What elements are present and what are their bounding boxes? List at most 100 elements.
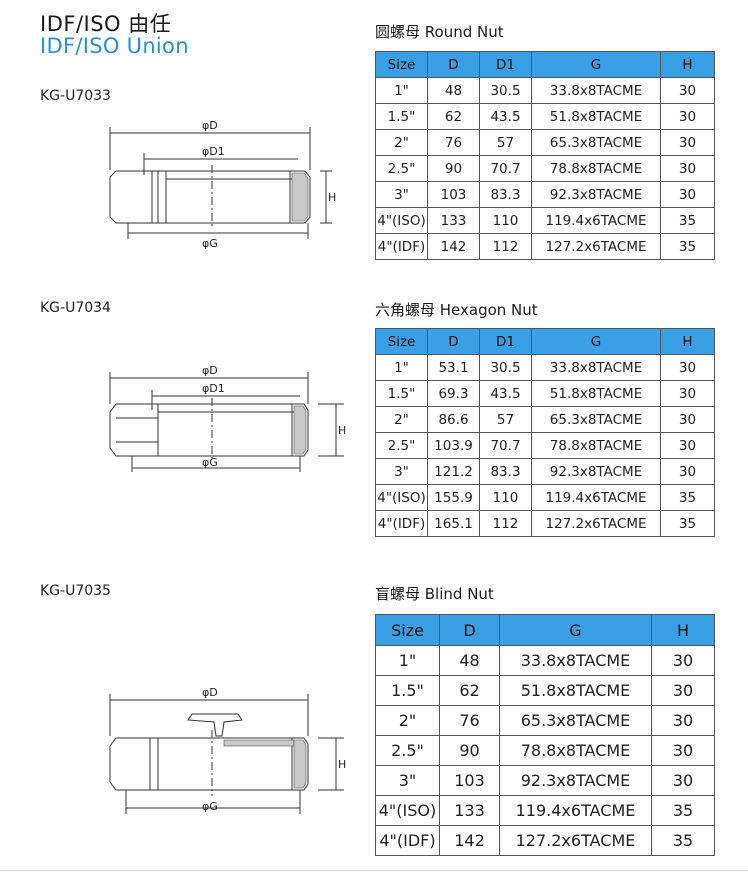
table-cell: 2.5" — [375, 432, 428, 459]
column-header: H — [651, 614, 715, 646]
product-code-round-nut: KG-U7033 — [40, 88, 111, 104]
column-header: D — [439, 614, 500, 646]
table-cell: 69.3 — [427, 380, 480, 407]
table-cell: 76 — [427, 129, 480, 156]
table-cell: 2" — [375, 406, 428, 433]
table-cell: 62 — [439, 675, 500, 706]
table-cell: 57 — [479, 129, 532, 156]
table-cell: 35 — [651, 825, 715, 856]
column-header: G — [499, 614, 652, 646]
table-cell: 142 — [439, 825, 500, 856]
table-cell: 165.1 — [427, 510, 480, 537]
table-cell: 53.1 — [427, 354, 480, 381]
table-cell: 35 — [660, 233, 715, 260]
table-cell: 30 — [660, 181, 715, 208]
table-cell: 30 — [651, 705, 715, 736]
table-cell: 65.3x8TACME — [499, 705, 652, 736]
section-title-round-nut: 圆螺母 Round Nut — [375, 23, 504, 41]
table-cell: 110 — [479, 484, 532, 511]
table-cell: 51.8x8TACME — [499, 675, 652, 706]
table-cell: 142 — [427, 233, 480, 260]
table-cell: 1.5" — [375, 103, 428, 130]
table-cell: 33.8x8TACME — [531, 354, 661, 381]
round-nut-label-d: φD — [202, 119, 218, 132]
table-cell: 112 — [479, 233, 532, 260]
column-header: D — [427, 328, 480, 355]
table-cell: 78.8x8TACME — [531, 155, 661, 182]
table-cell: 3" — [375, 458, 428, 485]
table-cell: 4"(IDF) — [375, 233, 428, 260]
column-header: D — [427, 51, 480, 78]
round-nut-label-g: φG — [202, 237, 218, 250]
table-cell: 30 — [660, 432, 715, 459]
table-cell: 92.3x8TACME — [531, 181, 661, 208]
table-cell: 30 — [660, 458, 715, 485]
column-header: Size — [375, 328, 428, 355]
column-header: Size — [375, 614, 440, 646]
table-cell: 4"(IDF) — [375, 510, 428, 537]
table-cell: 1.5" — [375, 675, 440, 706]
table-cell: 30.5 — [479, 354, 532, 381]
column-header: H — [660, 328, 715, 355]
table-cell: 4"(IDF) — [375, 825, 440, 856]
column-header: G — [531, 328, 661, 355]
table-cell: 133 — [427, 207, 480, 234]
table-cell: 86.6 — [427, 406, 480, 433]
hexagon-nut-label-h: H — [338, 424, 346, 437]
table-cell: 3" — [375, 765, 440, 796]
blind-nut-drawing: φD φG H — [109, 686, 346, 814]
table-cell: 33.8x8TACME — [499, 645, 652, 676]
blind-nut-label-d: φD — [202, 686, 218, 699]
table-cell: 65.3x8TACME — [531, 406, 661, 433]
section-title-hexagon-nut: 六角螺母 Hexagon Nut — [375, 301, 538, 319]
table-cell: 92.3x8TACME — [499, 765, 652, 796]
table-cell: 103 — [427, 181, 480, 208]
table-cell: 1" — [375, 645, 440, 676]
page-title-cn: IDF/ISO 由任 — [40, 12, 172, 36]
table-cell: 4"(ISO) — [375, 207, 428, 234]
table-cell: 121.2 — [427, 458, 480, 485]
table-cell: 2.5" — [375, 155, 428, 182]
table-cell: 57 — [479, 406, 532, 433]
table-cell: 78.8x8TACME — [531, 432, 661, 459]
table-cell: 51.8x8TACME — [531, 103, 661, 130]
table-cell: 48 — [427, 77, 480, 104]
column-header: D1 — [479, 51, 532, 78]
table-cell: 103 — [439, 765, 500, 796]
round-nut-drawing: φD φD1 φG H — [109, 119, 336, 250]
blind-nut-label-g: φG — [202, 800, 218, 813]
table-cell: 35 — [660, 484, 715, 511]
hexagon-nut-label-d1: φD1 — [202, 382, 225, 395]
table-cell: 119.4x6TACME — [531, 484, 661, 511]
column-header: G — [531, 51, 661, 78]
table-cell: 30 — [660, 406, 715, 433]
table-cell: 127.2x6TACME — [531, 233, 661, 260]
table-cell: 35 — [651, 795, 715, 826]
table-cell: 70.7 — [479, 432, 532, 459]
hexagon-nut-drawing: φD φD1 φG H — [109, 364, 346, 472]
table-cell: 33.8x8TACME — [531, 77, 661, 104]
table-cell: 4"(ISO) — [375, 484, 428, 511]
table-cell: 90 — [439, 735, 500, 766]
table-cell: 110 — [479, 207, 532, 234]
table-cell: 133 — [439, 795, 500, 826]
table-cell: 35 — [660, 207, 715, 234]
table-cell: 35 — [660, 510, 715, 537]
